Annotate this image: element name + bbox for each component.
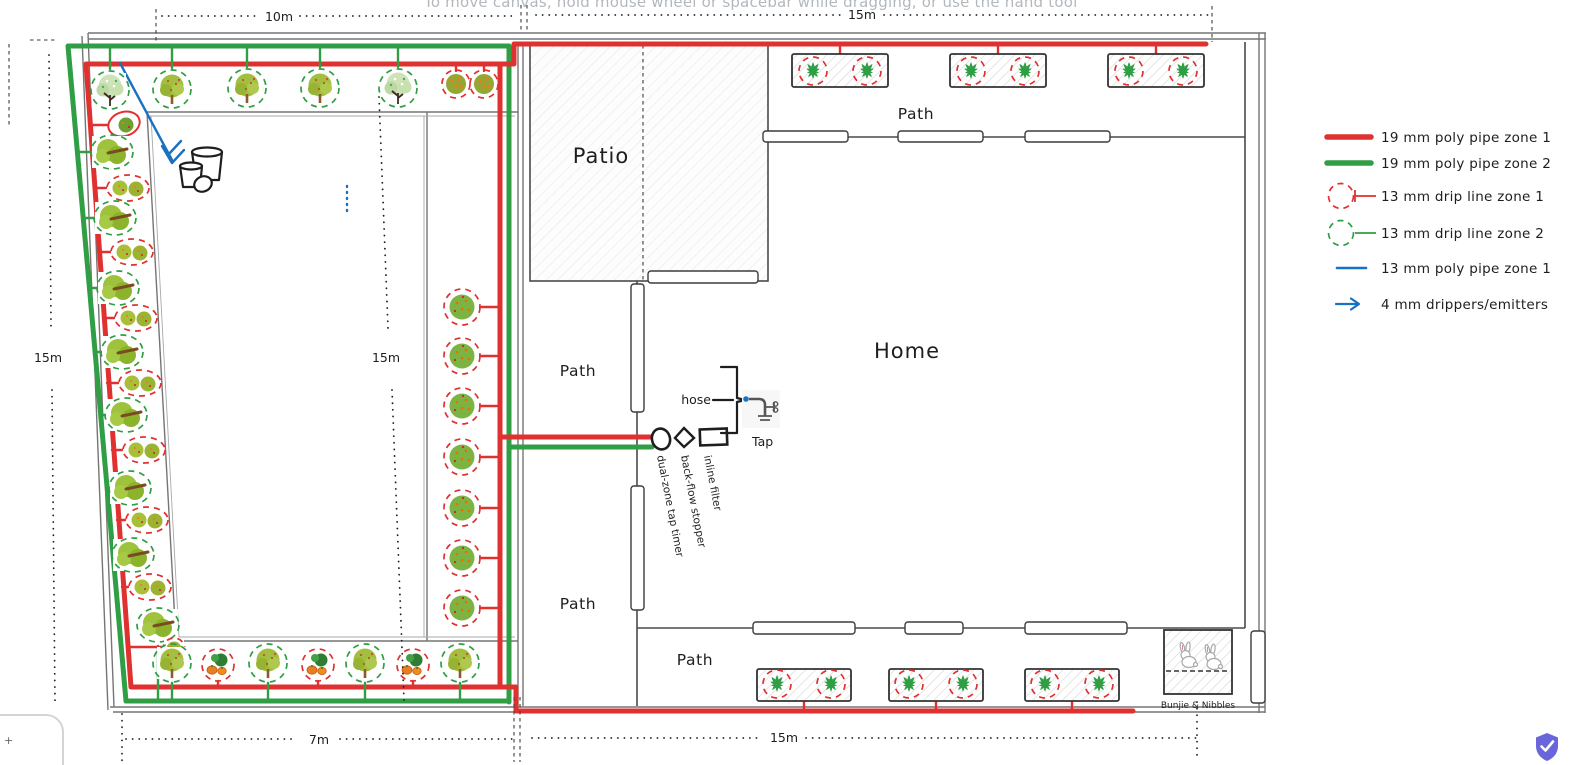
legend-label: 19 mm poly pipe zone 1 [1381, 130, 1551, 146]
patio-area[interactable]: Patio [529, 44, 769, 284]
green-dashed-circle-swatch [1327, 219, 1355, 247]
buckets[interactable] [178, 146, 224, 195]
patio-label[interactable]: Patio [573, 144, 630, 168]
home-outline[interactable]: Home [630, 42, 1266, 706]
legend-label: 13 mm poly pipe zone 1 [1381, 261, 1551, 277]
orange-bush[interactable] [469, 69, 499, 99]
top-border-plants[interactable] [90, 67, 499, 110]
home-label[interactable]: Home [874, 339, 940, 363]
bottom-garden-beds[interactable] [756, 668, 1120, 702]
measure-15m-top[interactable]: 15m [848, 7, 876, 22]
fruit-tree[interactable] [299, 67, 341, 109]
blue-arrow-swatch [1334, 297, 1361, 311]
tap-assembly[interactable]: hose Tap dual-zone tap timer back-flow s… [650, 365, 780, 559]
left-garden-fences[interactable] [146, 42, 524, 706]
legend-item-poly-zone2[interactable]: 19 mm poly pipe zone 2 [1324, 156, 1551, 172]
measure-15m-left[interactable]: 15m [34, 350, 62, 365]
patio-step [647, 270, 759, 284]
legend-item-drip-zone2[interactable]: 13 mm drip line zone 2 [1327, 219, 1545, 247]
path-label-bottom[interactable]: Path [677, 651, 713, 669]
dual-zone-tap-timer-icon[interactable] [650, 427, 673, 452]
legend-item-drippers[interactable]: 4 mm drippers/emitters [1334, 297, 1548, 313]
pipe-13mm-blue[interactable] [118, 61, 349, 216]
path-label-top[interactable]: Path [898, 105, 934, 123]
path-labels[interactable]: Path Path Path Path [560, 105, 934, 669]
measure-15m-bottom[interactable]: 15m [770, 730, 798, 745]
legend-label: 19 mm poly pipe zone 2 [1381, 156, 1551, 172]
path-label-mid[interactable]: Path [560, 362, 596, 380]
rabbit-pen[interactable]: Bunjie & Nibbles [1161, 629, 1236, 711]
encryption-shield-icon[interactable] [1532, 731, 1562, 763]
blossom-tree[interactable] [378, 68, 418, 108]
middle-column-bushes[interactable] [443, 288, 481, 627]
top-garden-beds[interactable] [791, 53, 1205, 88]
path-label-lower[interactable]: Path [560, 595, 596, 613]
bottom-border-plants[interactable] [151, 642, 481, 684]
fruit-tree[interactable] [226, 67, 268, 109]
pipe-19mm-zone2[interactable] [65, 43, 655, 705]
hose-label[interactable]: hose [681, 392, 711, 407]
red-dashed-circle-swatch [1327, 182, 1355, 210]
tap-icon[interactable] [742, 390, 780, 428]
legend-label: 13 mm drip line zone 2 [1381, 226, 1544, 242]
legend[interactable]: 19 mm poly pipe zone 1 19 mm poly pipe z… [1324, 130, 1551, 313]
plus-glyph: + [4, 734, 14, 747]
inline-filter-icon[interactable] [698, 427, 729, 447]
red-drip-connector [1354, 190, 1376, 202]
fruit-tree[interactable] [151, 68, 193, 110]
measure-7m[interactable]: 7m [309, 732, 329, 747]
rabbit-pen-label[interactable]: Bunjie & Nibbles [1161, 701, 1236, 711]
backflow-stopper-icon[interactable] [673, 426, 696, 449]
pipe-19mm-zone1[interactable] [83, 41, 1209, 714]
blossom-tree[interactable] [90, 70, 130, 110]
left-border-plants[interactable] [89, 133, 186, 661]
balloon-plant[interactable] [105, 108, 143, 141]
canvas-hint-text: To move canvas, hold mouse wheel or spac… [424, 0, 1078, 11]
legend-label: 13 mm drip line zone 1 [1381, 189, 1544, 205]
legend-item-poly-13[interactable]: 13 mm poly pipe zone 1 [1335, 261, 1551, 277]
measurements[interactable]: 10m 15m 15m 15m 7m 15m [8, 5, 1215, 763]
legend-item-poly-zone1[interactable]: 19 mm poly pipe zone 1 [1324, 130, 1551, 146]
inline-filter-label[interactable]: inline filter [701, 454, 724, 512]
tap-label[interactable]: Tap [751, 434, 773, 449]
measure-10m[interactable]: 10m [265, 9, 293, 24]
check-icon [1540, 740, 1555, 752]
legend-label: 4 mm drippers/emitters [1381, 297, 1548, 313]
measure-15m-inner[interactable]: 15m [372, 350, 400, 365]
legend-item-drip-zone1[interactable]: 13 mm drip line zone 1 [1327, 182, 1545, 210]
orange-bush[interactable] [441, 69, 471, 99]
canvas-corner-widget[interactable]: + [0, 714, 64, 765]
